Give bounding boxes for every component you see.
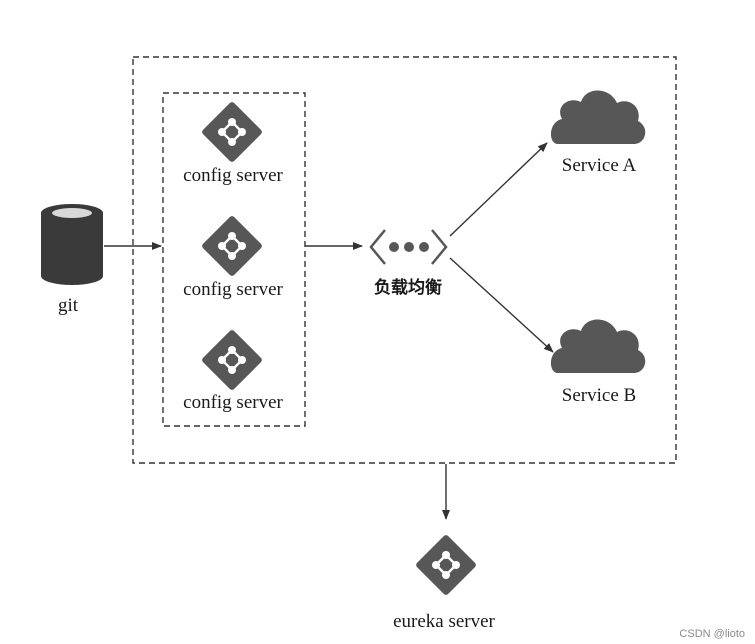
load-balancer-icon bbox=[369, 229, 448, 265]
database-cylinder-icon bbox=[41, 204, 103, 285]
config-server-icon-3 bbox=[199, 327, 265, 393]
outer-boundary bbox=[132, 56, 677, 464]
config-server-label-3: config server bbox=[183, 392, 283, 413]
git-label: git bbox=[58, 295, 79, 316]
cloud-icon-service-b bbox=[550, 319, 646, 373]
eureka-server-icon bbox=[413, 532, 479, 598]
cloud-icon-service-a bbox=[550, 90, 646, 144]
config-server-label-2: config server bbox=[183, 279, 283, 300]
service-a-label: Service A bbox=[562, 155, 637, 176]
service-b-label: Service B bbox=[562, 385, 636, 406]
config-server-icon-1 bbox=[199, 99, 265, 165]
config-server-label-1: config server bbox=[183, 165, 283, 186]
watermark: CSDN @lioto bbox=[679, 628, 745, 640]
arrow-lb-to-service-a bbox=[449, 142, 548, 237]
eureka-server-label: eureka server bbox=[393, 611, 495, 632]
load-balancer-label: 负载均衡 bbox=[374, 277, 442, 298]
config-server-group bbox=[162, 92, 306, 427]
arrow-lb-to-service-b bbox=[449, 257, 554, 353]
config-server-icon-2 bbox=[199, 213, 265, 279]
